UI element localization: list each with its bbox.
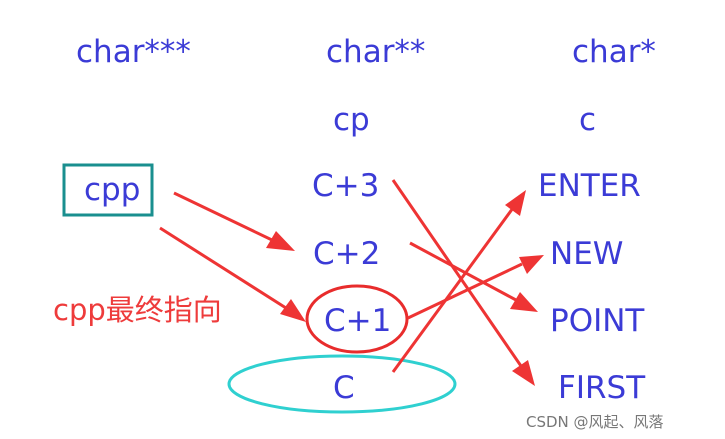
node-new: NEW <box>550 236 623 272</box>
arrow-c-to-enter <box>391 207 515 373</box>
watermark: CSDN @风起、风落 <box>526 413 664 431</box>
node-c3: C+3 <box>312 168 379 204</box>
node-c1: C+1 <box>324 303 391 339</box>
c-base-ellipse <box>227 354 457 414</box>
node-point: POINT <box>550 303 645 339</box>
arrow-c3-to-first-head <box>512 360 535 386</box>
node-c2: C+2 <box>313 236 380 272</box>
arrow-cpp-to-c1 <box>159 226 287 310</box>
header-char3: char*** <box>76 34 191 70</box>
arrow-c1-to-new-head <box>519 255 544 274</box>
header-char2: char** <box>326 34 425 70</box>
node-c: C <box>333 370 355 406</box>
arrow-c2-to-point <box>409 241 517 302</box>
node-first: FIRST <box>558 370 646 406</box>
arrow-c1-to-new <box>407 262 523 320</box>
final-pointer-note: cpp最终指向 <box>53 293 222 327</box>
arrow-c2-to-point-head <box>510 292 538 312</box>
arrow-c3-to-first <box>391 179 523 367</box>
label-c: c <box>579 102 596 138</box>
arrow-c-to-enter-head <box>505 190 526 216</box>
node-enter: ENTER <box>538 168 641 204</box>
arrow-cpp-to-c2-head <box>266 231 295 251</box>
label-cp: cp <box>333 102 370 138</box>
header-char1: char* <box>572 34 656 70</box>
arrow-cpp-to-c2 <box>173 191 273 242</box>
c1-highlight-ellipse <box>305 284 409 354</box>
cpp-box <box>62 163 154 217</box>
node-cpp: cpp <box>84 172 140 208</box>
arrow-cpp-to-c1-head <box>280 299 306 322</box>
